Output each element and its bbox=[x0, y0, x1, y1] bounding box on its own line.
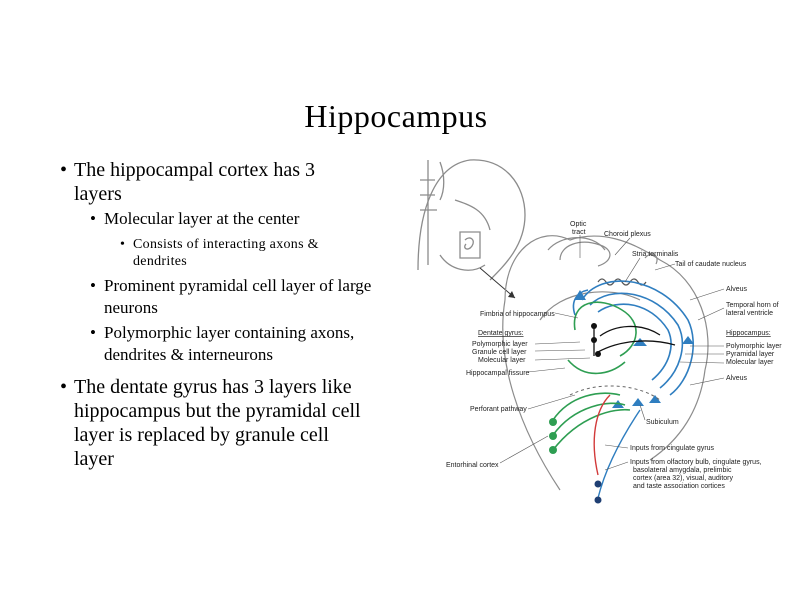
bullet-text: Prominent pyramidal cell layer of large … bbox=[104, 276, 372, 317]
label-entorhinal: Entorhinal cortex bbox=[446, 462, 499, 469]
label-inputs-olf-3: cortex (area 32), visual, auditory bbox=[633, 475, 733, 482]
bullet-text: Polymorphic layer containing axons, dend… bbox=[104, 323, 355, 364]
label-inputs-olf-4: and taste association cortices bbox=[633, 483, 725, 490]
leader-lines bbox=[499, 235, 725, 471]
input-path-blue bbox=[597, 409, 641, 499]
input-cell-2 bbox=[594, 496, 602, 504]
bullet-text: Molecular layer at the center bbox=[104, 209, 300, 228]
slide-title: Hippocampus bbox=[304, 98, 488, 134]
zoom-arrowhead bbox=[508, 291, 515, 298]
bullet-text: The dentate gyrus has 3 layers like hipp… bbox=[74, 376, 361, 470]
label-hippocampal-fissure: Hippocampal fissure bbox=[466, 370, 530, 377]
choroid-plexus-squiggle bbox=[597, 278, 647, 286]
perforant-dashed bbox=[569, 385, 661, 401]
label-dentate-gyrus: Dentate gyrus: bbox=[478, 330, 524, 337]
label-tract: tract bbox=[572, 229, 586, 236]
entorhinal-cells bbox=[549, 418, 557, 454]
label-h-molecular: Molecular layer bbox=[726, 359, 774, 366]
label-subiculum: Subiculum bbox=[646, 419, 679, 426]
bullet-text: Consists of interacting axons & dendrite… bbox=[133, 237, 319, 269]
hippocampus-layers bbox=[572, 280, 694, 396]
zoom-arrow bbox=[479, 267, 516, 299]
bullet-dot: • bbox=[60, 376, 68, 398]
input-cell-1 bbox=[594, 480, 602, 488]
label-polymorphic: Polymorphic layer bbox=[472, 341, 528, 348]
label-h-polymorphic: Polymorphic layer bbox=[726, 343, 782, 350]
label-temporal-horn-1: Temporal horn of bbox=[726, 302, 779, 309]
bullet-pyramidal-layer: • Prominent pyramidal cell layer of larg… bbox=[90, 275, 374, 319]
label-inputs-olf-2: basolateral amygdala, prelimbic bbox=[633, 467, 732, 474]
label-tail-caudate: Tail of caudate nucleus bbox=[675, 261, 747, 268]
dentate-gyrus-layers bbox=[552, 301, 637, 451]
label-molecular: Molecular layer bbox=[478, 357, 526, 364]
label-granule: Granule cell layer bbox=[472, 349, 527, 356]
granule-neurons bbox=[593, 325, 676, 356]
label-alveus-bottom: Alveus bbox=[726, 375, 748, 382]
bullet-dot: • bbox=[90, 276, 96, 295]
brain-outline bbox=[417, 159, 526, 281]
label-optic: Optic bbox=[570, 221, 587, 228]
bullet-molecular-layer: • Molecular layer at the center bbox=[90, 208, 374, 230]
bullet-text: The hippocampal cortex has 3 layers bbox=[74, 159, 316, 205]
label-inputs-cingulate: Inputs from cingulate gyrus bbox=[630, 445, 715, 452]
label-hippocampus-hdr: Hippocampus: bbox=[726, 330, 771, 337]
bullet-dot: • bbox=[90, 323, 96, 342]
label-fimbria: Fimbria of hippocampus bbox=[480, 311, 555, 318]
input-path-red bbox=[593, 394, 611, 476]
label-stria-terminalis: Stria terminalis bbox=[632, 251, 679, 258]
label-inputs-olf-1: Inputs from olfactory bulb, cingulate gy… bbox=[630, 459, 762, 466]
bullet-polymorphic-layer: • Polymorphic layer containing axons, de… bbox=[90, 322, 374, 366]
hippocampus-diagram: Optic tract Choroid plexus Stria termina… bbox=[417, 159, 782, 504]
bullet-dentate-gyrus: • The dentate gyrus has 3 layers like hi… bbox=[60, 375, 370, 471]
bullet-hippocampal-cortex: • The hippocampal cortex has 3 layers bbox=[60, 158, 364, 206]
bullet-interacting-axons: • Consists of interacting axons & dendri… bbox=[120, 236, 348, 270]
label-alveus-top: Alveus bbox=[726, 286, 748, 293]
label-perforant: Perforant pathway bbox=[470, 406, 527, 413]
label-h-pyramidal: Pyramidal layer bbox=[726, 351, 775, 358]
bullet-dot: • bbox=[60, 159, 68, 181]
bullet-dot: • bbox=[120, 237, 126, 252]
label-temporal-horn-2: lateral ventricle bbox=[726, 310, 773, 317]
granule-cell-bodies bbox=[591, 323, 601, 357]
pyramidal-cells bbox=[574, 290, 694, 408]
label-choroid-plexus: Choroid plexus bbox=[604, 231, 651, 238]
bullet-dot: • bbox=[90, 209, 96, 228]
